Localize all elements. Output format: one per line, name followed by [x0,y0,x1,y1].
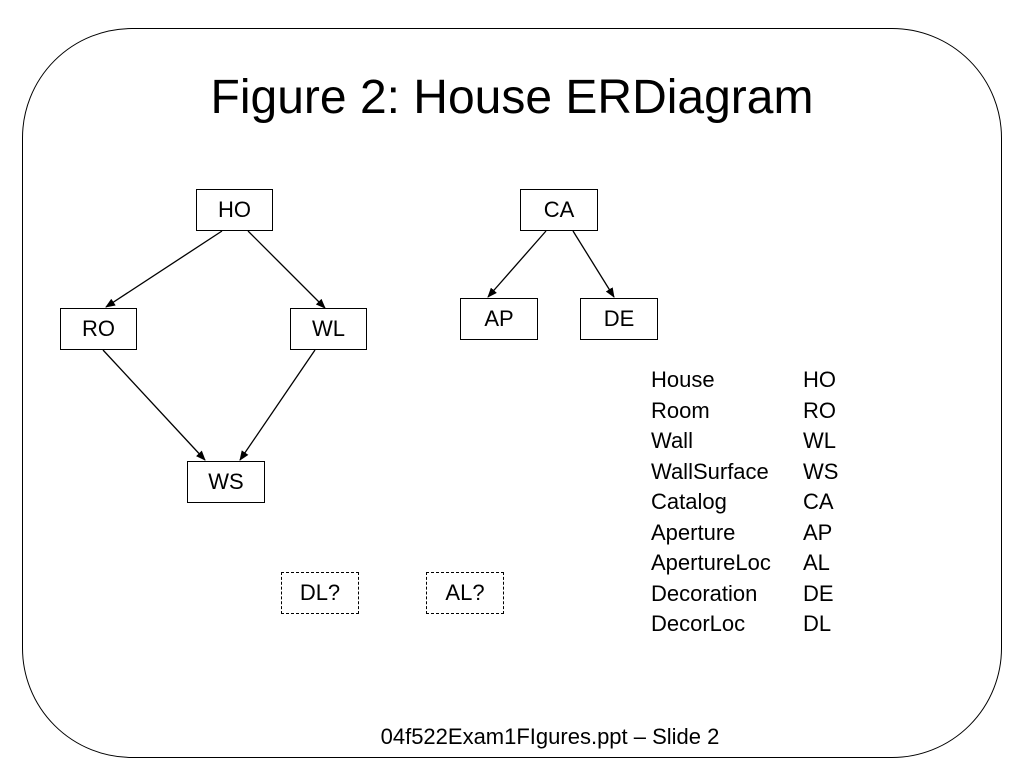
legend-name: Aperture [651,519,736,545]
entity-ro: RO [60,308,137,350]
legend-abbr: WL [803,428,836,453]
legend-row: Catalog CA [651,487,851,518]
legend-row: House HO [651,365,851,396]
legend-row: DecorLoc DL [651,609,851,640]
slide-frame [22,28,1002,758]
legend-name: House [651,367,715,392]
arrow-wl-ws [239,349,316,461]
slide-footer: 04f522Exam1FIgures.ppt – Slide 2 [380,724,720,749]
entity-al-tentative: AL? [426,572,504,614]
entity-de: DE [580,298,658,340]
entity-ca: CA [520,189,598,231]
legend-row: Decoration DE [651,579,851,610]
legend-abbr: AP [803,519,833,545]
entity-ho: HO [196,189,273,231]
legend-name: WallSurface [651,458,769,484]
arrow-ro-ws [102,349,206,461]
legend-abbr: DL [803,611,832,636]
legend-abbr: WS [803,458,839,484]
legend-row: Wall WL [651,426,851,457]
slide-title: Figure 2: House ERDiagram [210,71,814,124]
entity-ws: WS [187,461,265,503]
legend-row: Aperture AP [651,518,851,549]
legend-row: Room RO [651,396,851,427]
entity-wl: WL [290,308,367,350]
legend-name: Catalog [651,489,727,514]
legend-abbr: RO [803,397,836,423]
entity-ap: AP [460,298,538,340]
legend-abbr: DE [803,580,834,606]
abbreviation-legend: House HO Room RO Wall WL WallSurface WS … [651,365,851,640]
legend-name: DecorLoc [651,611,746,636]
entity-dl-tentative: DL? [281,572,359,614]
legend-name: Room [651,397,710,423]
legend-name: ApertureLoc [651,550,771,575]
arrow-ca-ap [487,230,547,298]
arrow-ca-de [572,230,615,298]
legend-row: WallSurface WS [651,457,851,488]
legend-name: Wall [651,428,693,453]
legend-name: Decoration [651,580,758,606]
legend-abbr: CA [803,489,834,514]
arrow-ho-wl [247,230,326,309]
legend-row: ApertureLoc AL [651,548,851,579]
legend-abbr: HO [803,367,836,392]
legend-abbr: AL [803,550,830,575]
arrow-ho-ro [105,230,223,308]
